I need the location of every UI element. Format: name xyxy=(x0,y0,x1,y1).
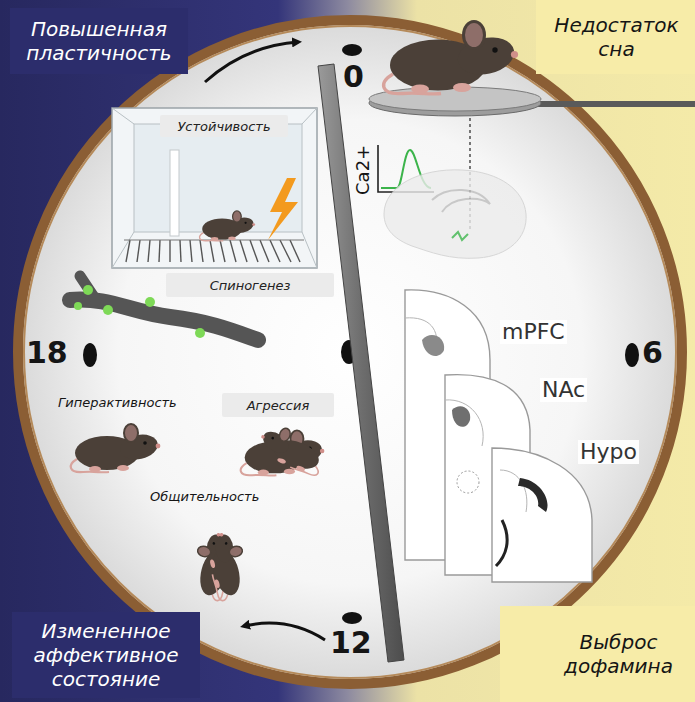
region-label: mPFC xyxy=(500,320,567,344)
hour-number: 18 xyxy=(26,336,68,369)
node-text: Спиногенез xyxy=(210,278,291,293)
brain-sagittal xyxy=(384,170,526,258)
cycle-arrow xyxy=(205,42,298,82)
phase-label: Недостаток сна xyxy=(536,0,695,74)
hour-number: 6 xyxy=(642,336,663,369)
shock-cage xyxy=(112,108,317,268)
mouse xyxy=(255,421,329,477)
hour-dot xyxy=(342,44,362,56)
behavior-label: Общительность xyxy=(150,490,259,504)
behavior-tag: Агрессия xyxy=(222,393,334,417)
node-text: Выброс дофамина xyxy=(548,630,689,678)
signal-label: Ca2+ xyxy=(353,145,373,195)
hour-dot xyxy=(342,612,362,624)
mouse xyxy=(202,529,253,602)
phase-label: Выброс дофамина xyxy=(500,606,695,702)
node-text: Устойчивость xyxy=(177,119,270,134)
behavior-tag: Устойчивость xyxy=(160,115,288,137)
phase-label: Измененное аффективное состояние xyxy=(12,612,200,698)
node-text: Измененное аффективное состояние xyxy=(18,619,194,691)
region-label: Hypo xyxy=(578,440,639,464)
region-label: NAc xyxy=(540,378,587,402)
node-text: Агрессия xyxy=(247,398,310,413)
hour-dot xyxy=(625,343,639,367)
behavior-tag: Спиногенез xyxy=(166,273,334,297)
hour-number: 0 xyxy=(343,60,364,93)
node-text: Недостаток сна xyxy=(544,13,689,61)
clock-face xyxy=(18,20,682,684)
hour-dot xyxy=(83,343,97,367)
mouse xyxy=(384,22,518,94)
clock-hand xyxy=(318,64,404,662)
mouse xyxy=(200,211,256,241)
mouse xyxy=(71,424,161,472)
node-text: Повышенная пластичность xyxy=(16,17,182,65)
behavior-label: Гиперактивность xyxy=(58,396,177,410)
clock-rim xyxy=(24,26,676,678)
cycle-arrow xyxy=(244,623,325,640)
phase-label: Повышенная пластичность xyxy=(10,8,188,74)
brain-sections xyxy=(405,290,592,582)
hour-number: 12 xyxy=(330,626,372,659)
